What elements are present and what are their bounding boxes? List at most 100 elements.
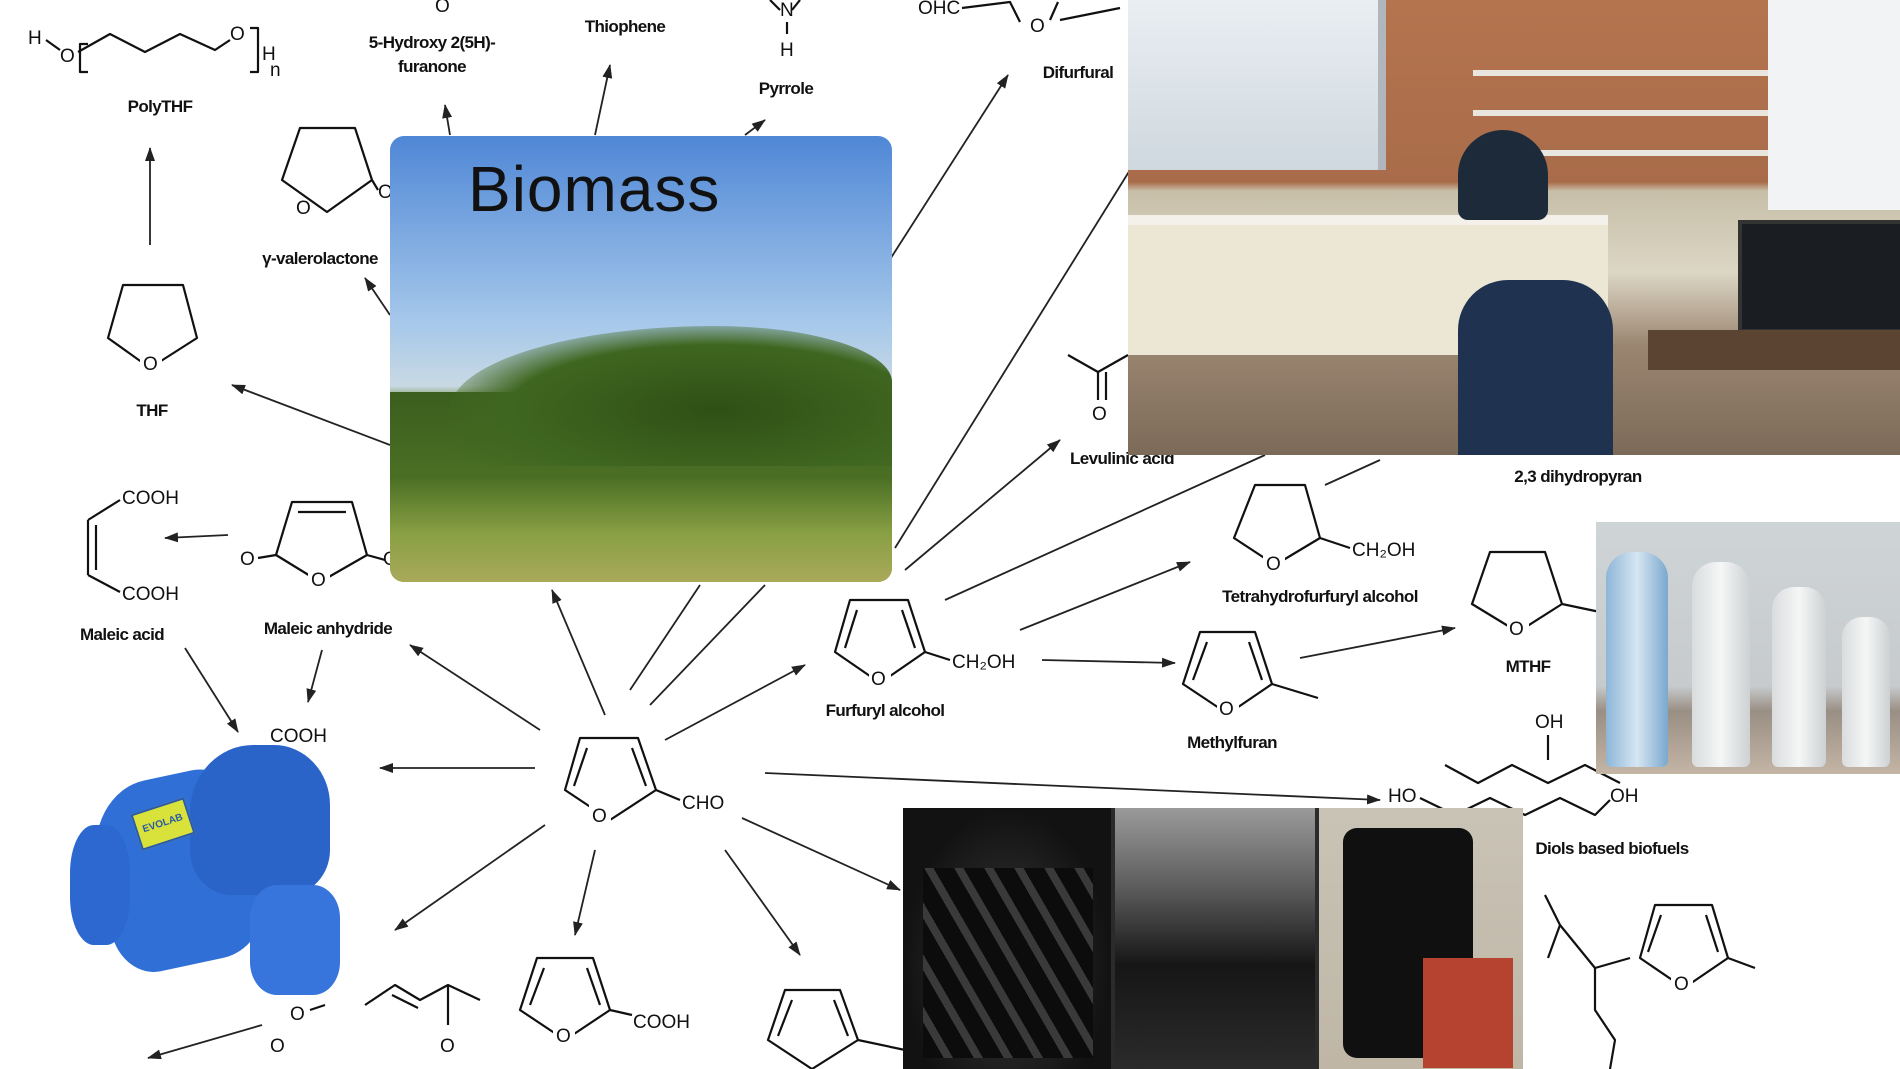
atom-o: O [440,1036,455,1057]
arrow-to-difurfural [879,74,1009,276]
thiophene-structure: Thiophene [585,17,666,36]
arrow-to-reactors [741,817,901,891]
atom-o: O [311,570,326,591]
thf-ring [106,283,199,370]
furfural-ring [563,736,658,822]
label-diols: Diols based biofuels [1535,839,1688,858]
atom-h: H [780,40,794,61]
arrow-to-diols [764,772,1381,805]
atom-o: O [143,354,158,375]
arrow-up-2 [649,584,766,706]
atom-o: O [270,1036,285,1057]
atom-o: O [290,1004,305,1025]
bisfuran-structure: O [1544,894,1756,1069]
biomass-caption: Biomass [468,153,721,225]
label-furfuryl-alcohol: Furfuryl alcohol [826,701,945,720]
furfuryl-alcohol-structure: O CH₂OH Furfuryl alcohol [826,598,1015,720]
atom-o: O [230,24,245,45]
label-thfa: Tetrahydrofurfuryl alcohol [1222,587,1418,606]
bottom-left-fragment: O [270,1036,285,1057]
dihydropyran-structure: 2,3 dihydropyran [1514,467,1642,486]
polythf-structure: H O O H n PolyTHF [28,24,281,116]
arrow-thfa-to-dihydropyran [1324,459,1381,486]
atom-o: O [592,806,607,827]
arrow-to-levulinic [904,439,1061,571]
atom-o: O [1674,974,1689,995]
label-maleic-anhydride: Maleic anhydride [264,619,392,638]
biomass-photo: Biomass [390,136,892,582]
gvl-structure: O O γ-valerolactone [262,126,393,268]
arrow-anhydride-to-succinic [306,649,323,703]
arrow-maleic-acid-to-succinic [184,647,239,733]
thfa-structure: O CH₂OH Tetrahydrofurfuryl alcohol [1222,483,1418,606]
furoic-acid-structure: O COOH [518,956,690,1047]
atom-o: O [378,182,393,203]
atom-h: H [262,44,276,65]
label-methylfuran: Methylfuran [1187,733,1277,752]
bottom-furan-structure [766,988,906,1069]
atom-ch2oh: CH₂OH [1352,540,1415,561]
arrow-to-methylfuran [1041,657,1176,668]
label-maleic-acid: Maleic acid [80,625,164,644]
succinic-fragment: COOH [270,726,327,747]
furfural-center: O CHO [563,736,724,827]
coverall-photo: EVOLAB [70,745,360,995]
label-mthf: MTHF [1506,657,1551,676]
label-hydroxyfuranone-1: 5-Hydroxy 2(5H)- [369,33,495,52]
arrow-to-thf [231,384,391,446]
label-thiophene: Thiophene [585,17,666,36]
arrow-to-pyrrole [744,119,766,136]
hydroxyfuranone-structure: O 5-Hydroxy 2(5H)- furanone [369,0,496,76]
bottles-photo [1596,522,1900,774]
arrow-to-furanacetone [394,824,546,931]
atom-o: O [1509,619,1524,640]
maleic-acid-structure: COOH COOH Maleic acid [80,488,179,644]
atom-o: O [1219,699,1234,720]
arrow-bottom-left [147,1024,263,1060]
arrow-to-thiophene [594,64,613,136]
arrow-to-furfuryl-alcohol [664,664,806,741]
arrow-to-maleic-acid [164,532,229,543]
atom-o: O [1092,404,1107,425]
arrow-to-maleic-anhydride [409,644,541,731]
arrow-to-biomass [551,589,606,716]
atom-cho: OHC [918,0,960,19]
arrow-to-hydroxyfuranone [442,104,453,136]
thf-structure: O THF [106,283,199,420]
subscript-n: n [270,60,281,81]
atom-oh: OH [1610,786,1639,807]
atom-oh: OH [1535,712,1564,733]
mthf-structure: O MTHF [1470,550,1601,676]
label-difurfural: Difurfural [1043,63,1114,82]
atom-cooh: COOH [122,584,179,605]
difurfural-structure: OHC O Difurfural [918,0,1121,82]
atom-o: O [1030,16,1045,37]
atom-ho: HO [1388,786,1417,807]
label-gvl: γ-valerolactone [262,249,378,268]
atom-o: O [60,46,75,67]
pyrrole-structure: N H Pyrrole [759,0,814,98]
label-pyrrole: Pyrrole [759,79,814,98]
atom-ch2oh: CH₂OH [952,652,1015,673]
atom-cooh: COOH [122,488,179,509]
diols-structure: OH HO OH Diols based biofuels [1388,712,1689,858]
furanacetone-structure: O O [290,983,481,1057]
atom-o: O [1266,554,1281,575]
arrow-to-mthf [1299,625,1456,659]
methylfuran-structure: O Methylfuran [1181,630,1319,752]
arrow-to-dihydropyran [944,454,1266,601]
arrow-to-gvl [364,277,391,316]
atom-cooh: COOH [633,1012,690,1033]
arrow-to-lab [894,169,1131,549]
reaction-arrows [145,64,1456,1060]
label-polythf: PolyTHF [128,97,193,116]
label-hydroxyfuranone-2: furanone [398,57,466,76]
arrow-to-furoic-acid [573,849,596,936]
label-dihydropyran: 2,3 dihydropyran [1514,467,1642,486]
atom-cho: CHO [682,793,724,814]
arrow-to-thfa [1019,561,1191,631]
label-thf: THF [136,401,167,420]
atom-o: O [871,669,886,690]
